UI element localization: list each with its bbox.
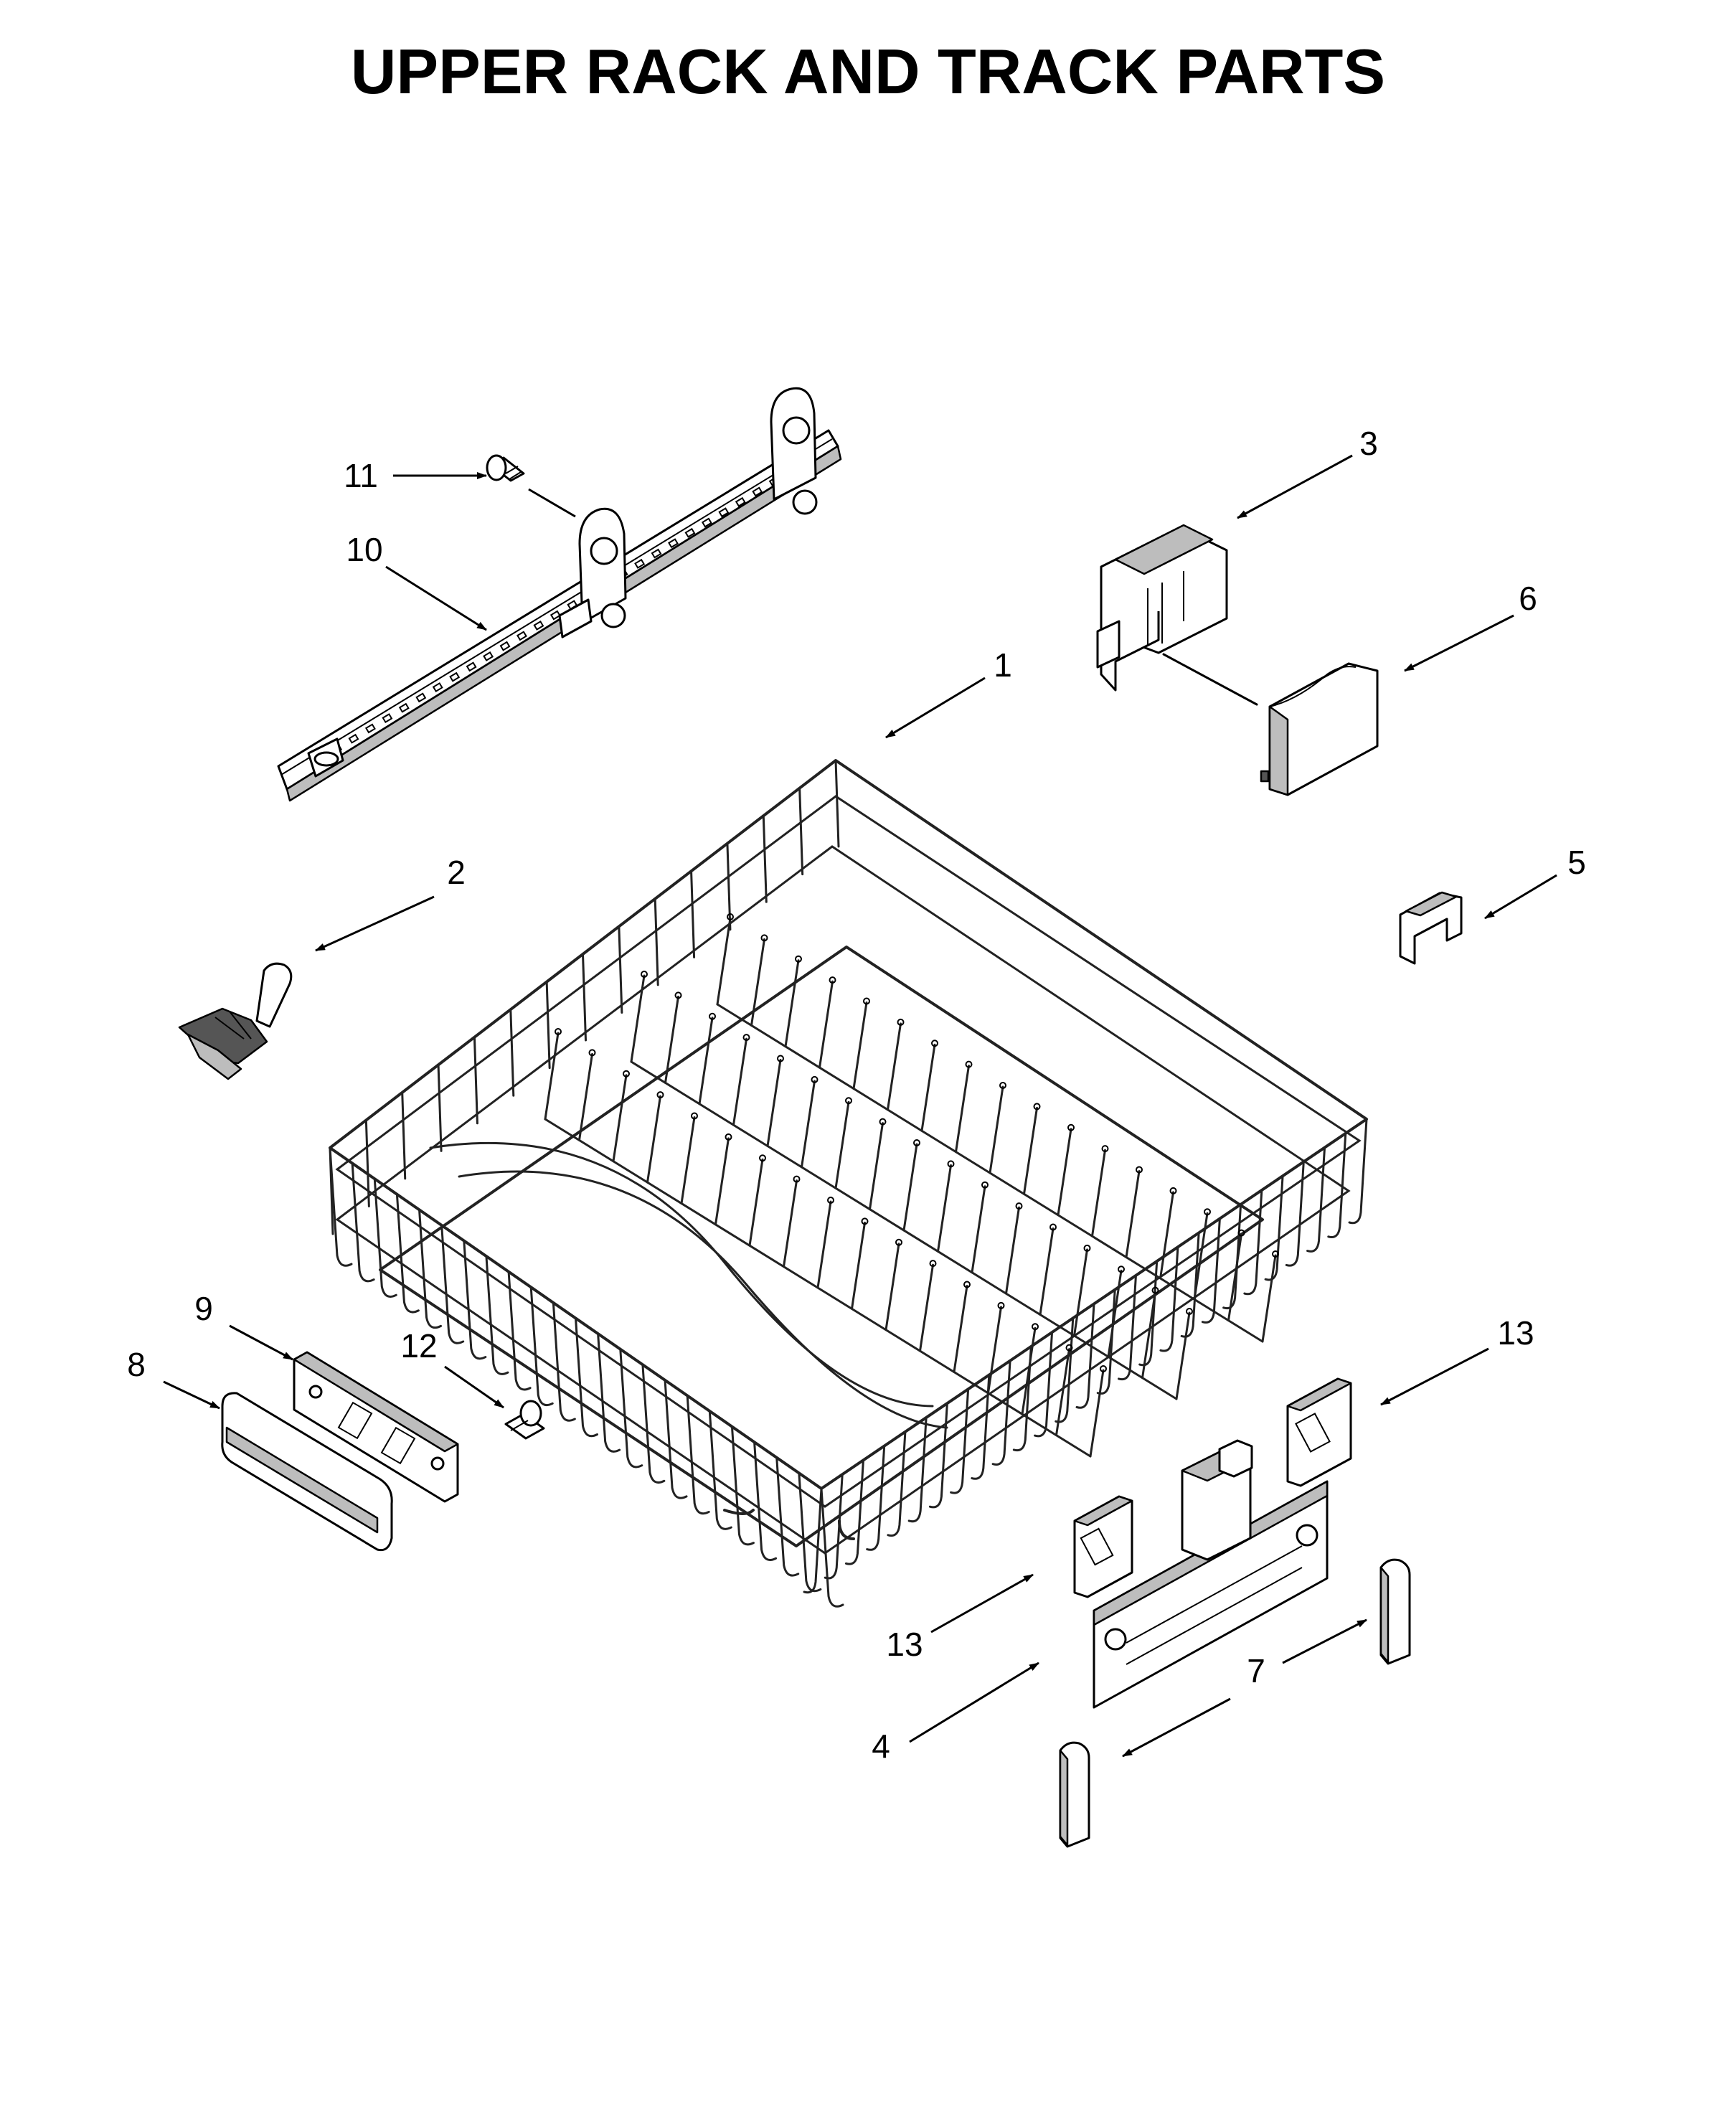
callout-13-lower: 13 [886,1626,923,1663]
upper-rack-part-1 [329,759,1368,1608]
adjuster-housing-part-3 [1096,524,1258,706]
leader-9 [229,1324,293,1361]
callout-12: 12 [400,1327,437,1364]
callout-10: 10 [346,531,382,568]
track-rail-part-10 [277,387,842,802]
leader-lines [163,454,1557,1758]
callout-4: 4 [872,1727,890,1765]
adjuster-rail-part-4 [1093,1439,1329,1709]
callout-8: 8 [127,1346,146,1383]
callout-3: 3 [1359,425,1378,462]
callout-5: 5 [1567,844,1586,881]
leader-13-upper [1380,1347,1489,1406]
callout-11: 11 [344,457,378,494]
leader-2 [315,895,435,952]
handle-cover-part-8 [221,1392,393,1552]
adjuster-cover-part-6 [1260,662,1379,796]
small-clip-part-5 [1399,891,1463,965]
slide-tab-part-7-right [1379,1558,1411,1665]
callout-9: 9 [194,1290,213,1327]
rack-clip-part-2 [178,962,293,1080]
screw-part-12 [504,1400,545,1440]
leader-11-dash [528,488,576,518]
handle-base-part-9 [293,1351,459,1503]
callout-1: 1 [994,646,1012,684]
leader-5 [1484,874,1557,920]
leader-10 [385,565,487,631]
leader-6 [1404,614,1514,672]
screw-part-11 [486,454,525,482]
leader-8 [163,1380,220,1410]
callout-7: 7 [1247,1652,1265,1689]
leader-4 [909,1661,1039,1743]
leader-3 [1237,454,1353,519]
leader-1 [885,677,986,739]
leader-13-lower [930,1573,1034,1634]
leader-7-left [1122,1697,1231,1758]
callout-6: 6 [1519,580,1537,617]
leader-12 [444,1365,504,1409]
callout-13-upper: 13 [1497,1314,1534,1352]
callout-labels: 11 10 1 2 3 6 5 9 8 12 13 13 4 7 [127,425,1586,1765]
slide-tab-part-7-left [1059,1741,1090,1848]
page-title: UPPER RACK AND TRACK PARTS [351,36,1385,107]
slide-clip-part-13-upper [1286,1377,1352,1487]
slide-clip-part-13-lower [1073,1495,1133,1598]
leader-7-right [1282,1618,1367,1664]
callout-2: 2 [447,854,466,891]
